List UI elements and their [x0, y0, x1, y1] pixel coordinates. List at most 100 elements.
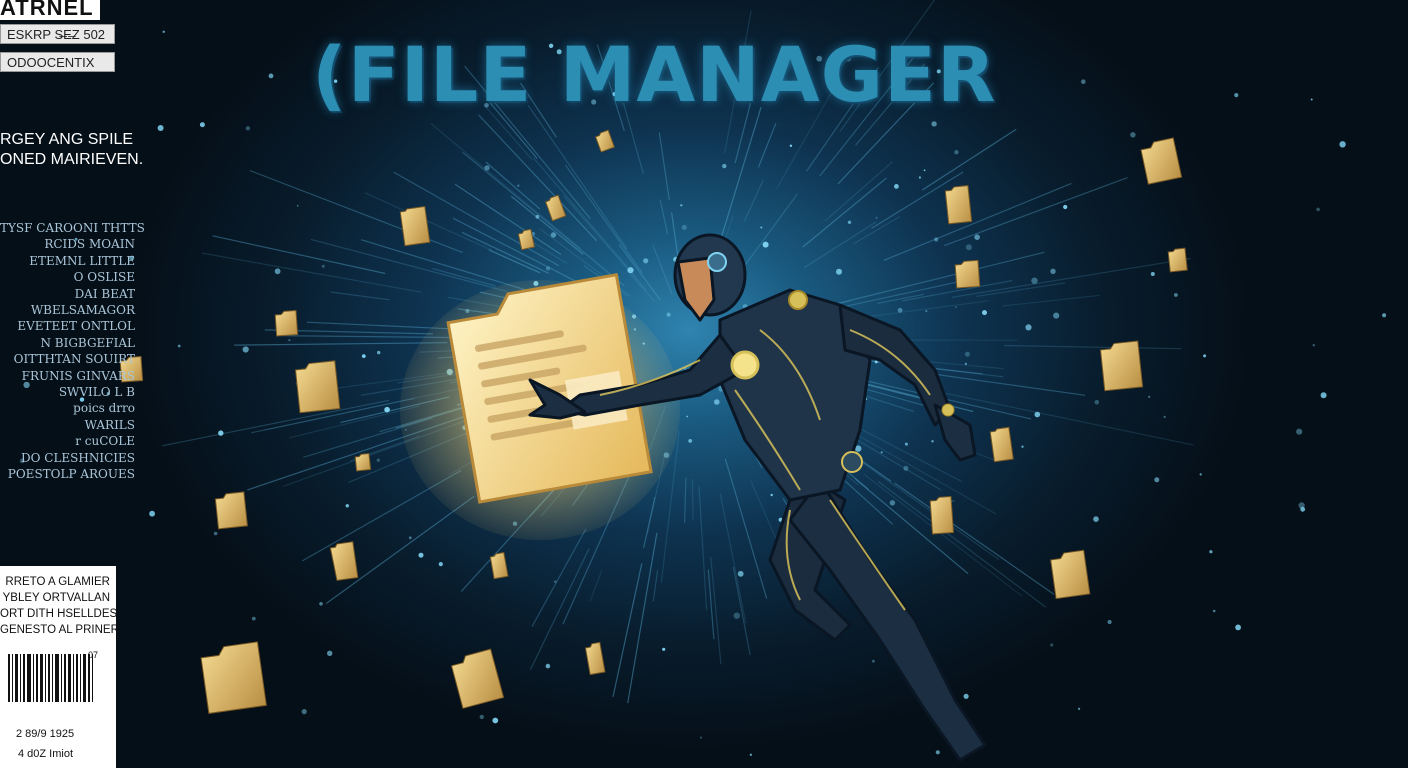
- particle: [1209, 550, 1213, 554]
- streak-line: [652, 244, 673, 295]
- streak-line: [1004, 344, 1182, 350]
- particle: [666, 312, 671, 317]
- streak-line: [802, 177, 887, 248]
- streak-line: [803, 221, 877, 269]
- particle: [268, 73, 274, 79]
- streak-line: [839, 0, 936, 132]
- streak-line: [529, 548, 590, 671]
- particle: [79, 397, 85, 402]
- particle: [1093, 516, 1099, 522]
- corner-title: ATRNEL: [0, 0, 100, 20]
- particle: [361, 354, 366, 358]
- hero-figure: [528, 233, 987, 762]
- particle: [963, 693, 969, 699]
- particle: [571, 60, 574, 63]
- streak-line: [821, 251, 1045, 308]
- particle: [517, 184, 520, 187]
- streak-line: [658, 132, 670, 200]
- particle: [770, 493, 773, 497]
- particle: [955, 306, 957, 309]
- subtitle: RGEY ANG SPILE ONED MAIRIEVEN.: [0, 130, 143, 170]
- particle: [556, 49, 562, 55]
- particle: [733, 612, 740, 619]
- particle: [855, 445, 862, 452]
- streak-line: [877, 480, 1047, 608]
- streak-line: [288, 405, 420, 439]
- streak-line: [901, 280, 1013, 302]
- streak-line: [724, 458, 768, 599]
- streak-line: [921, 128, 1017, 191]
- particle: [1150, 272, 1155, 276]
- streak-line: [877, 293, 924, 304]
- particle: [162, 30, 165, 33]
- particle: [157, 125, 164, 131]
- particle: [545, 663, 551, 669]
- particle: [333, 79, 338, 83]
- streak-line: [710, 556, 722, 665]
- streak-line: [1002, 294, 1100, 307]
- particle: [274, 268, 281, 275]
- particle: [1081, 79, 1086, 84]
- particle: [1163, 415, 1166, 418]
- streak-line: [483, 104, 533, 161]
- credit-line: SWVILO L B: [58, 385, 135, 400]
- particle: [296, 205, 299, 207]
- streak-line: [707, 569, 715, 640]
- streak-line: [454, 183, 562, 256]
- credit-line: POESTOLP AROUES: [7, 467, 135, 482]
- streak-line: [734, 100, 752, 164]
- streak-line: [527, 104, 628, 250]
- streak-line: [589, 570, 603, 602]
- particle: [384, 406, 390, 413]
- particle: [643, 258, 649, 264]
- particle: [952, 500, 955, 502]
- streak-line: [659, 199, 669, 235]
- particle: [199, 122, 205, 128]
- streak-line: [698, 486, 708, 611]
- streak-line: [776, 78, 840, 189]
- particle: [1154, 477, 1160, 483]
- streak-line: [461, 231, 550, 274]
- streak-line: [855, 63, 926, 146]
- particle: [591, 99, 597, 105]
- particle: [931, 440, 934, 443]
- streak-line: [330, 291, 390, 301]
- particle: [177, 344, 181, 348]
- particle: [1310, 98, 1313, 101]
- particle: [1094, 399, 1100, 405]
- particle: [1300, 506, 1306, 512]
- streak-line: [629, 273, 656, 303]
- particle: [1199, 473, 1202, 476]
- streak-line: [532, 157, 637, 278]
- streak-line: [430, 122, 582, 250]
- streak-line: [478, 114, 598, 242]
- streak-line: [883, 182, 1072, 261]
- streak-line: [944, 392, 1194, 446]
- credit-line: WARILS: [84, 417, 135, 432]
- streak-line: [622, 101, 644, 175]
- streak-line: [740, 193, 798, 271]
- particle: [874, 360, 878, 364]
- particle: [321, 264, 325, 268]
- streak-line: [162, 399, 390, 447]
- particle: [931, 121, 937, 127]
- particle: [982, 310, 987, 316]
- particle: [836, 268, 842, 275]
- particle: [479, 714, 484, 720]
- particle: [737, 570, 744, 577]
- streak-line: [871, 171, 964, 229]
- streak-line: [612, 563, 643, 698]
- particle: [729, 70, 733, 74]
- barcode-number: 2 89/9 1925: [16, 728, 75, 740]
- particle: [438, 562, 443, 567]
- particle: [845, 55, 852, 62]
- particle: [251, 616, 256, 621]
- particle: [923, 169, 926, 172]
- particle: [714, 399, 720, 405]
- particle: [1312, 344, 1316, 347]
- particle: [699, 736, 703, 739]
- particle: [484, 103, 489, 108]
- particle: [242, 346, 249, 353]
- particle: [627, 267, 634, 274]
